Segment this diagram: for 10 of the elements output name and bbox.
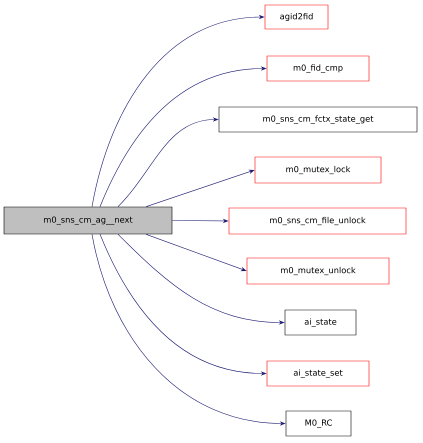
function-box: m0_fid_cmp	[266, 56, 370, 82]
function-box: m0_sns_cm_ag__next	[4, 206, 172, 234]
function-box: ai_state_set	[266, 360, 370, 386]
function-box: m0_mutex_lock	[254, 156, 382, 184]
function-box: m0_mutex_unlock	[246, 258, 390, 284]
function-box: m0_sns_cm_fctx_state_get	[218, 106, 418, 132]
function-box: ai_state	[284, 310, 356, 336]
function-box: m0_sns_cm_file_unlock	[228, 208, 406, 234]
function-box: M0_RC	[286, 410, 352, 436]
function-box: agid2fid	[264, 4, 328, 30]
